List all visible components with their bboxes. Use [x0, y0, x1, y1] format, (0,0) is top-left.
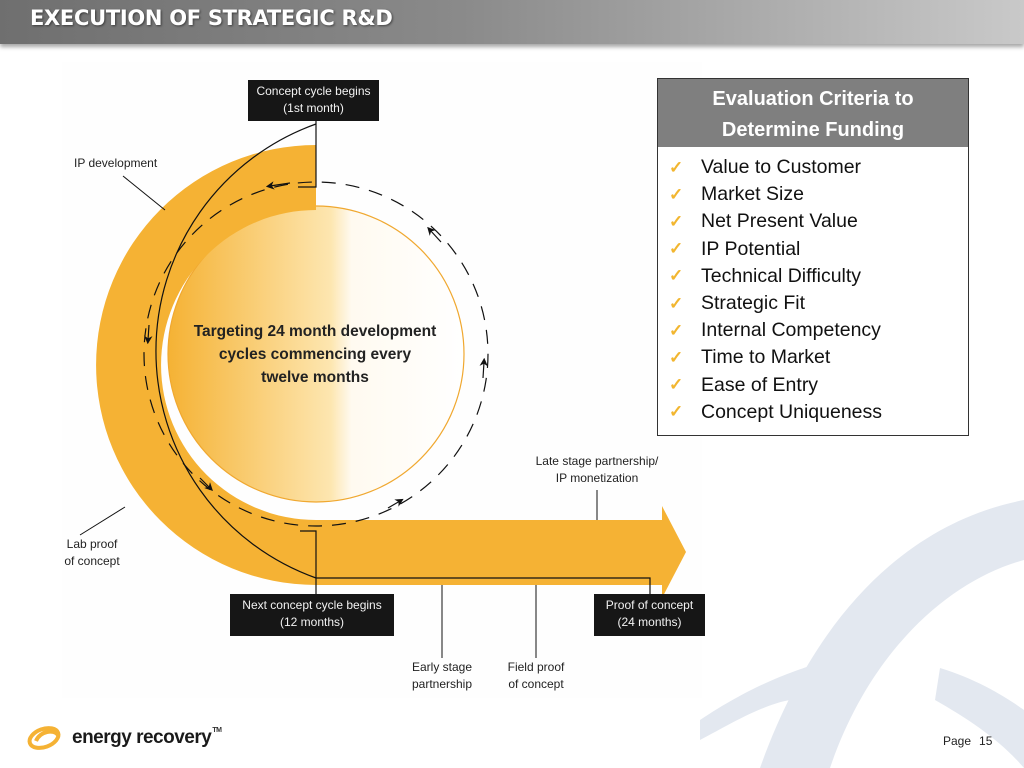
checkmark-icon: ✓: [669, 375, 684, 395]
checkmark-icon: ✓: [669, 266, 684, 286]
cycle-arrow-3: [199, 477, 213, 491]
criteria-label: Internal Competency: [701, 319, 881, 342]
caption-line-1: Targeting 24 month development: [193, 323, 437, 340]
milestone-line-1: Concept cycle begins: [256, 84, 371, 98]
connector-concept-begins: [298, 120, 317, 188]
title-bar: EXECUTION OF STRATEGIC R&D: [0, 0, 1024, 44]
criteria-item: ✓ Ease of Entry: [658, 372, 968, 399]
label-late-stage: Late stage partnership/ IP monetization: [517, 453, 677, 487]
cycle-arrow-6: [427, 226, 442, 243]
criteria-label: Net Present Value: [701, 210, 858, 233]
criteria-label: Strategic Fit: [701, 292, 806, 315]
center-caption: Targeting 24 month development cycles co…: [165, 320, 465, 389]
milestone-line-2: (12 months): [279, 615, 345, 629]
criteria-item: ✓ Time to Market: [658, 344, 968, 371]
label-line-1: Late stage partnership/: [535, 454, 659, 468]
process-arrow-band: [96, 145, 687, 598]
connector-lab-proof: [79, 506, 126, 536]
label-field-proof: Field proof of concept: [496, 659, 576, 693]
connector-next-cycle: [300, 530, 317, 597]
milestone-proof-of-concept: Proof of concept (24 months): [594, 594, 705, 636]
company-logo: energy recoveryTM: [26, 723, 222, 753]
caption-line-2: cycles commencing every: [218, 346, 412, 363]
criteria-label: IP Potential: [701, 237, 801, 260]
page-number-value: 15: [979, 734, 993, 748]
checkmark-icon: ✓: [669, 320, 684, 340]
label-line-2: of concept: [64, 554, 120, 568]
label-line-1: Early stage: [411, 660, 473, 674]
connector-ip-development: [122, 175, 166, 211]
milestone-line-1: Next concept cycle begins: [242, 598, 382, 612]
checkmark-icon: ✓: [669, 347, 684, 367]
milestone-line-1: Proof of concept: [605, 598, 694, 612]
criteria-item: ✓ IP Potential: [658, 236, 968, 263]
checkmark-icon: ✓: [669, 157, 684, 177]
criteria-item: ✓ Market Size: [658, 181, 968, 208]
label-line-2: IP monetization: [555, 471, 639, 485]
logo-text: energy recovery: [72, 727, 212, 748]
label-lab-proof: Lab proof of concept: [52, 536, 132, 570]
milestone-next-concept-cycle: Next concept cycle begins (12 months): [230, 594, 394, 636]
energy-recovery-logo-icon: [27, 726, 61, 750]
label-ip-development: IP development: [74, 156, 158, 170]
criteria-item: ✓ Strategic Fit: [658, 290, 968, 317]
milestone-concept-cycle-begins: Concept cycle begins (1st month): [248, 80, 379, 121]
label-line-2: partnership: [411, 677, 473, 691]
criteria-title-line-2: Determine Funding: [721, 119, 905, 141]
criteria-item: ✓ Net Present Value: [658, 208, 968, 235]
label-line-1: Lab proof: [66, 537, 118, 551]
criteria-label: Value to Customer: [701, 156, 862, 179]
checkmark-icon: ✓: [669, 402, 684, 422]
logo-wordmark: energy recoveryTM: [72, 727, 222, 749]
criteria-label: Time to Market: [701, 346, 831, 369]
page-title: EXECUTION OF STRATEGIC R&D: [30, 6, 393, 30]
checkmark-icon: ✓: [669, 293, 684, 313]
milestone-line-2: (1st month): [283, 101, 344, 115]
criteria-label: Technical Difficulty: [701, 264, 862, 287]
trademark: TM: [212, 727, 222, 734]
cycle-arrow-1: [265, 181, 291, 190]
criteria-title-line-1: Evaluation Criteria to: [712, 88, 914, 110]
caption-line-3: twelve months: [261, 369, 369, 386]
cycle-dashed-ring: [143, 181, 489, 527]
criteria-label: Market Size: [701, 183, 804, 206]
milestone-line-2: (24 months): [617, 615, 682, 629]
evaluation-criteria-panel: Evaluation Criteria to Determine Funding…: [657, 78, 969, 436]
checkmark-icon: ✓: [669, 184, 684, 204]
cycle-arrow-2: [144, 324, 153, 345]
page-label: Page: [943, 734, 972, 748]
cycle-arrow-5: [479, 357, 488, 379]
page-number: Page 15: [943, 734, 992, 748]
checkmark-icon: ✓: [669, 211, 684, 231]
criteria-item: ✓ Concept Uniqueness: [658, 399, 968, 426]
criteria-header: Evaluation Criteria to Determine Funding: [658, 79, 968, 147]
criteria-label: Concept Uniqueness: [701, 400, 883, 423]
label-line-1: Field proof: [507, 660, 565, 674]
checkmark-icon: ✓: [669, 239, 684, 259]
criteria-list: ✓ Value to Customer ✓ Market Size ✓ Net Pre…: [658, 147, 968, 426]
timeline-outline: [155, 123, 651, 598]
criteria-item: ✓ Internal Competency: [658, 317, 968, 344]
cycle-arrow-4: [387, 498, 404, 509]
criteria-label: Ease of Entry: [701, 373, 819, 396]
criteria-item: ✓ Value to Customer: [658, 154, 968, 181]
label-line-2: of concept: [508, 677, 564, 691]
criteria-item: ✓ Technical Difficulty: [658, 263, 968, 290]
label-early-stage: Early stage partnership: [402, 659, 482, 693]
